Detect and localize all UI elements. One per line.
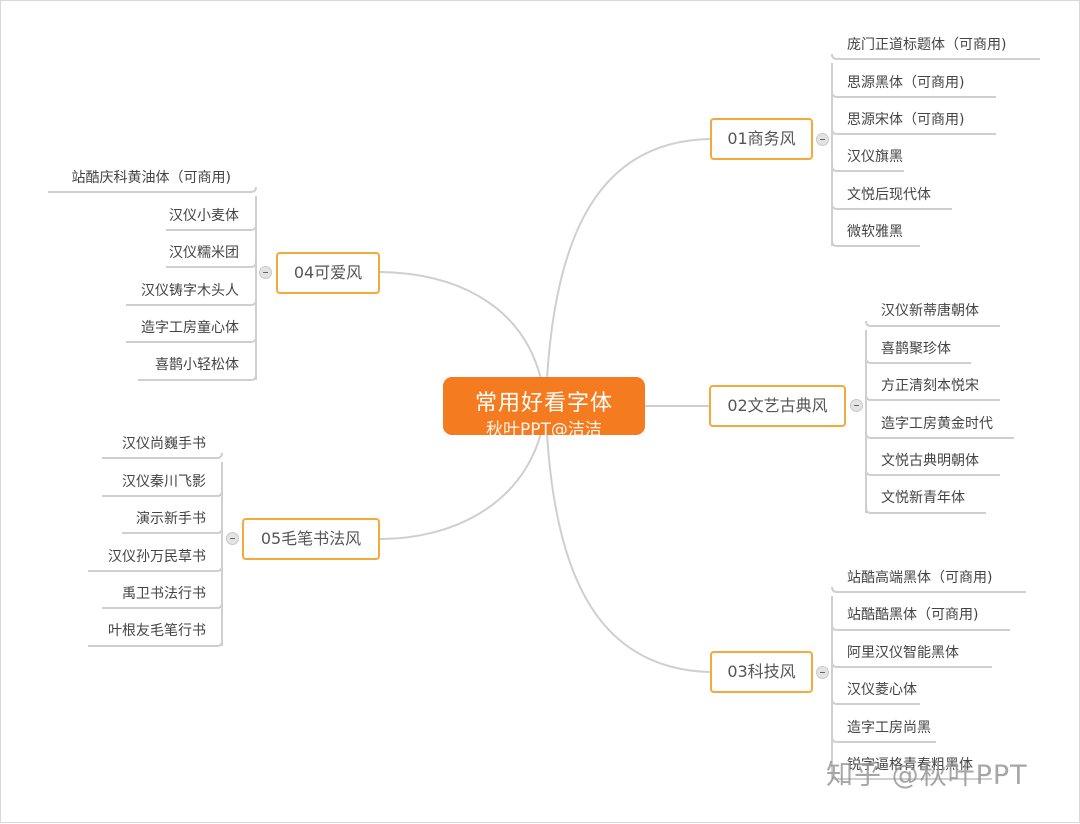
leaf-item[interactable]: 思源宋体（可商用) (847, 112, 965, 128)
connector-root-b04 (379, 271, 542, 380)
bracket-b04-underline (126, 299, 257, 306)
collapse-toggle-icon[interactable] (816, 133, 829, 146)
leaf-item[interactable]: 阿里汉仪智能黑体 (847, 645, 959, 661)
branch-node-01[interactable]: 01商务风 (710, 118, 813, 160)
leaf-item[interactable]: 思源黑体（可商用) (847, 75, 965, 91)
branch-label: 01商务风 (727, 129, 796, 148)
leaf-item[interactable]: 汉仪旗黑 (847, 149, 903, 165)
root-title: 常用好看字体 (474, 391, 613, 416)
leaf-item[interactable]: 站酷高端黑体（可商用) (847, 570, 993, 586)
leaf-item[interactable]: 演示新手书 (136, 511, 206, 527)
bracket-b02-underline (865, 394, 1000, 401)
leaf-item[interactable]: 造字工房黄金时代 (881, 416, 993, 432)
leaf-item[interactable]: 汉仪新蒂唐朝体 (881, 303, 979, 319)
branch-node-02[interactable]: 02文艺古典风 (709, 385, 846, 427)
leaf-item[interactable]: 喜鹊小轻松体 (155, 357, 239, 373)
bracket-b04-underline (166, 261, 257, 268)
bracket-b01-underline (831, 128, 996, 135)
leaf-item[interactable]: 微软雅黑 (847, 224, 903, 240)
connector-root-b05 (379, 432, 542, 540)
leaf-item[interactable]: 文悦后现代体 (847, 187, 931, 203)
bracket-b03-underline (831, 624, 1010, 631)
bracket-b01-underline (831, 165, 904, 172)
site-credit-watermark: 知乎 @秋叶PPT (826, 760, 1028, 791)
bracket-b02-underline (865, 357, 971, 364)
leaf-item[interactable]: 方正清刻本悦宋 (881, 378, 979, 394)
bracket-b03-underline (831, 773, 992, 780)
bracket-b05-underline (102, 490, 223, 497)
leaf-item[interactable]: 汉仪小麦体 (169, 208, 239, 224)
bracket-b04-underline (138, 374, 257, 381)
bracket-b01-underline (831, 53, 1040, 60)
bracket-b03-underline (831, 661, 992, 668)
bracket-b01-underline (831, 240, 920, 247)
leaf-item[interactable]: 文悦新青年体 (881, 490, 965, 506)
leaf-item[interactable]: 汉仪秦川飞影 (122, 474, 206, 490)
bracket-b05-underline (88, 565, 223, 572)
branch-label: 04可爱风 (293, 263, 363, 282)
leaf-item[interactable]: 站酷酷黑体（可商用) (847, 607, 979, 623)
leaf-item[interactable]: 汉仪糯米团 (169, 245, 239, 261)
bracket-b03-underline (831, 586, 1026, 593)
leaf-item[interactable]: 庞门正道标题体（可商用) (847, 37, 1007, 53)
leaf-item[interactable]: 汉仪尚巍手书 (122, 436, 206, 452)
branch-label: 05毛笔书法风 (260, 529, 362, 548)
connector-root-b03 (546, 432, 711, 673)
leaf-item[interactable]: 汉仪铸字木头人 (141, 283, 239, 299)
bracket-b03-underline (831, 698, 920, 705)
branch-label: 02文艺古典风 (727, 396, 828, 415)
branch-node-05[interactable]: 05毛笔书法风 (242, 518, 380, 560)
collapse-toggle-icon[interactable] (259, 266, 272, 279)
leaf-item[interactable]: 叶根友毛笔行书 (108, 623, 206, 639)
bracket-b04-underline (126, 336, 257, 343)
bracket-b05-underline (102, 452, 223, 459)
bracket-b02-underline (865, 469, 1000, 476)
bracket-b02-underline (865, 507, 986, 514)
leaf-item[interactable]: 造字工房童心体 (141, 320, 239, 336)
bracket-b03-underline (831, 736, 936, 743)
root-node[interactable]: 常用好看字体 秋叶PPT@洁洁 (443, 377, 645, 440)
branch-node-04[interactable]: 04可爱风 (276, 252, 380, 294)
bracket-b05-underline (122, 527, 223, 534)
branch-label: 03科技风 (727, 662, 796, 681)
leaf-item[interactable]: 站酷庆科黄油体（可商用) (71, 170, 231, 186)
bracket-b05-underline (102, 602, 223, 609)
connector-root-b01 (546, 138, 711, 380)
leaf-item[interactable]: 汉仪菱心体 (847, 682, 917, 698)
bracket-b04-underline (48, 186, 257, 193)
leaf-item[interactable]: 文悦古典明朝体 (881, 453, 979, 469)
bracket-b02-underline (865, 432, 1014, 439)
collapse-toggle-icon[interactable] (850, 399, 863, 412)
bracket-b01-underline (831, 91, 996, 98)
leaf-item[interactable]: 锐字逼格青春粗黑体 (847, 757, 973, 773)
collapse-toggle-icon[interactable] (816, 666, 829, 679)
branch-node-03[interactable]: 03科技风 (710, 651, 813, 693)
leaf-item[interactable]: 喜鹊聚珍体 (881, 341, 951, 357)
leaf-item[interactable]: 汉仪孙万民草书 (108, 549, 206, 565)
root-watermark: 秋叶PPT@洁洁 (486, 420, 602, 440)
leaf-item[interactable]: 禹卫书法行书 (122, 586, 206, 602)
collapse-toggle-icon[interactable] (226, 532, 239, 545)
bracket-b01-underline (831, 203, 952, 210)
bracket-b04-underline (166, 224, 257, 231)
bracket-b05-underline (88, 640, 223, 647)
leaf-item[interactable]: 造字工房尚黑 (847, 720, 931, 736)
bracket-b02-underline (865, 320, 1000, 327)
